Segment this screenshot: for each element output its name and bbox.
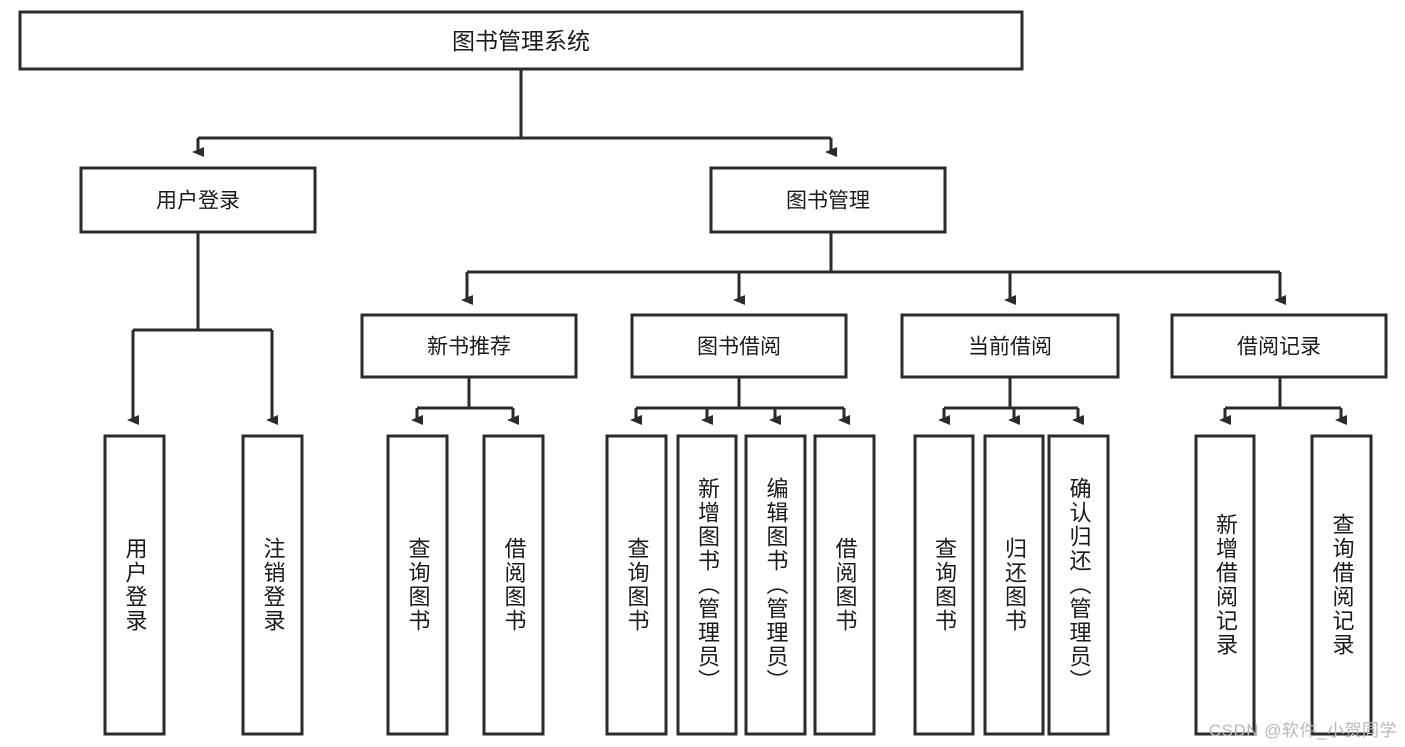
node-leaf-add-book-admin-box — [676, 434, 738, 736]
node-user-login-box — [79, 166, 317, 234]
node-leaf-add-borrow-record-box — [1194, 434, 1256, 736]
node-root-label: 图书管理系统 — [452, 28, 590, 54]
watermark: CSDN @软件_小贺同学 — [1208, 721, 1397, 740]
node-leaf-borrow-book[interactable] — [813, 434, 876, 736]
node-user-login-label: 用户登录 — [156, 190, 240, 213]
node-leaf-edit-book-admin-box — [744, 434, 807, 736]
node-book-borrow-box — [630, 313, 848, 379]
node-book-manage-label: 图书管理 — [786, 190, 870, 213]
node-leaf-borrow-book-box — [813, 434, 876, 736]
node-book-borrow-label: 图书借阅 — [697, 336, 781, 359]
node-leaf-query-book-borrow[interactable] — [605, 434, 668, 736]
node-new-book-recommend[interactable]: 新书推荐 — [360, 313, 578, 379]
node-leaf-query-book-cur[interactable] — [913, 434, 975, 736]
node-leaf-borrow-book-rec-box — [482, 434, 545, 736]
leaf-boxes — [103, 434, 1373, 736]
node-leaf-query-book-borrow-box — [605, 434, 668, 736]
node-leaf-user-logout-box — [241, 434, 304, 736]
node-user-login[interactable]: 用户登录 — [79, 166, 317, 234]
node-leaf-query-borrow-record[interactable] — [1310, 434, 1373, 736]
connector-lines — [127, 69, 1347, 425]
node-leaf-confirm-return-admin[interactable] — [1047, 434, 1110, 736]
node-book-manage-box — [709, 166, 947, 234]
node-leaf-return-book[interactable] — [983, 434, 1045, 736]
node-current-borrow[interactable]: 当前借阅 — [900, 313, 1120, 379]
node-leaf-query-book-rec-box — [386, 434, 449, 736]
node-leaf-return-book-box — [983, 434, 1045, 736]
node-new-book-recommend-box — [360, 313, 578, 379]
node-root[interactable]: 图书管理系统 — [18, 10, 1024, 71]
node-leaf-user-login[interactable] — [103, 434, 166, 736]
node-borrow-record[interactable]: 借阅记录 — [1170, 313, 1388, 379]
node-leaf-add-book-admin[interactable] — [676, 434, 738, 736]
node-new-book-recommend-label: 新书推荐 — [427, 336, 511, 359]
node-book-manage[interactable]: 图书管理 — [709, 166, 947, 234]
node-leaf-edit-book-admin[interactable] — [744, 434, 807, 736]
node-leaf-borrow-book-rec[interactable] — [482, 434, 545, 736]
node-root-box — [18, 10, 1024, 71]
node-leaf-add-borrow-record[interactable] — [1194, 434, 1256, 736]
node-leaf-user-login-box — [103, 434, 166, 736]
node-leaf-query-book-cur-box — [913, 434, 975, 736]
node-leaf-user-logout[interactable] — [241, 434, 304, 736]
node-current-borrow-box — [900, 313, 1120, 379]
node-leaf-confirm-return-admin-box — [1047, 434, 1110, 736]
node-book-borrow[interactable]: 图书借阅 — [630, 313, 848, 379]
node-borrow-record-label: 借阅记录 — [1237, 336, 1321, 359]
node-leaf-query-borrow-record-box — [1310, 434, 1373, 736]
node-current-borrow-label: 当前借阅 — [968, 336, 1052, 359]
node-leaf-query-book-rec[interactable] — [386, 434, 449, 736]
node-borrow-record-box — [1170, 313, 1388, 379]
